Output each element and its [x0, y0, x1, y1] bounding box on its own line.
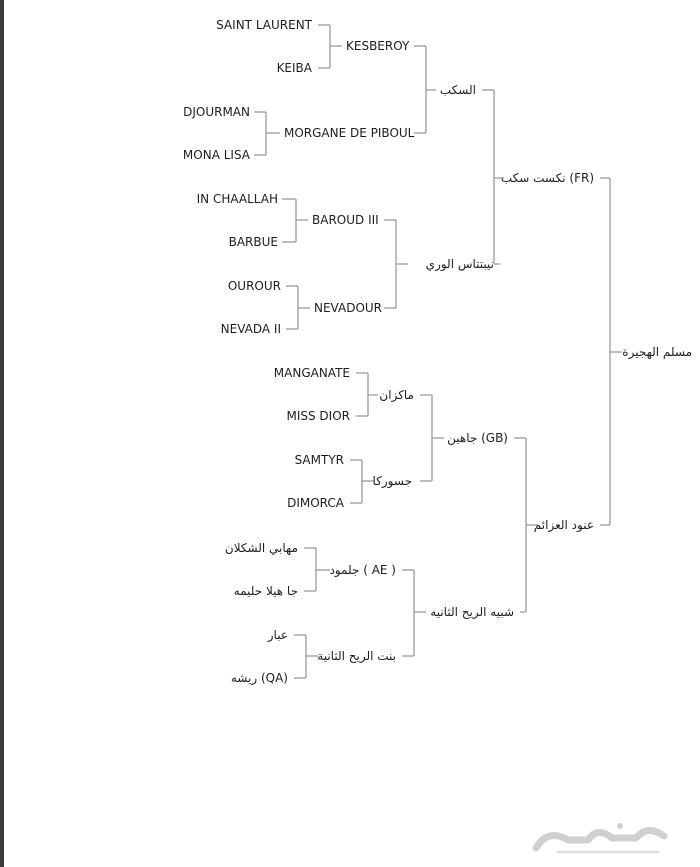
page-left-border — [0, 0, 4, 867]
g1-sire: نكست سكب (FR) — [501, 171, 594, 185]
pedigree-connectors — [254, 24, 622, 679]
g4-dam-dam-sire-b: SAMTYR — [295, 453, 344, 467]
g3-sire-dam-dam: NEVADOUR — [314, 301, 382, 315]
g4-dam-dam-dam-b: DIMORCA — [287, 496, 345, 510]
g4-dam-dam-sire-a: OUROUR — [228, 279, 281, 293]
g4-dd-dam-sire: عبار — [267, 628, 288, 643]
g4-dam-sire-sire-a: IN CHAALLAH — [197, 192, 278, 206]
g4-sire-dam-dam: MONA LISA — [183, 148, 251, 162]
g4-sire-dam-sire: DJOURMAN — [183, 105, 250, 119]
subject-name: مسلم الهجيرة — [622, 345, 692, 360]
g3-dam-sire-dam: جسوركا — [373, 474, 413, 489]
g1-dam: عنود العزائم — [534, 518, 594, 533]
g2-dam-dam: شبيه الريح الثانيه — [430, 605, 514, 620]
g3-sire-sire-sire: KESBEROY — [346, 39, 410, 53]
g3-sire-dam-sire: BAROUD III — [312, 213, 379, 227]
g3-dam-dam-dam: بنت الريح الثانية — [317, 649, 396, 664]
g4-dd-sire-dam: جا هيلا حليمه — [234, 584, 298, 598]
g4-dam-sire-dam-a: BARBUE — [229, 235, 278, 249]
g3-dam-dam-sire: جلمود ( AE ) — [330, 563, 396, 578]
g4-dam-dam-dam-a: NEVADA II — [221, 322, 281, 336]
g4-sire-sire-sire: SAINT LAURENT — [216, 18, 313, 32]
g4-dd-dam-dam: ريشه (QA) — [231, 671, 288, 686]
g3-dam-sire-sire: ماكزان — [379, 388, 414, 403]
g2-sire-dam: نيبتتاس الوري — [426, 257, 494, 272]
g3-sire-sire-dam: MORGANE DE PIBOUL — [284, 126, 415, 140]
g2-sire-sire: السكب — [440, 83, 476, 97]
g4-dam-sire-dam: MISS DIOR — [286, 409, 350, 423]
g4-sire-sire-dam: KEIBA — [277, 61, 313, 75]
haraj-logo-watermark — [532, 823, 668, 854]
g2-dam-sire: جاهين (GB) — [447, 431, 508, 446]
g4-dd-sire-sire: مهابي الشكلان — [225, 541, 298, 555]
g4-dam-sire-sire: MANGANATE — [274, 366, 350, 380]
